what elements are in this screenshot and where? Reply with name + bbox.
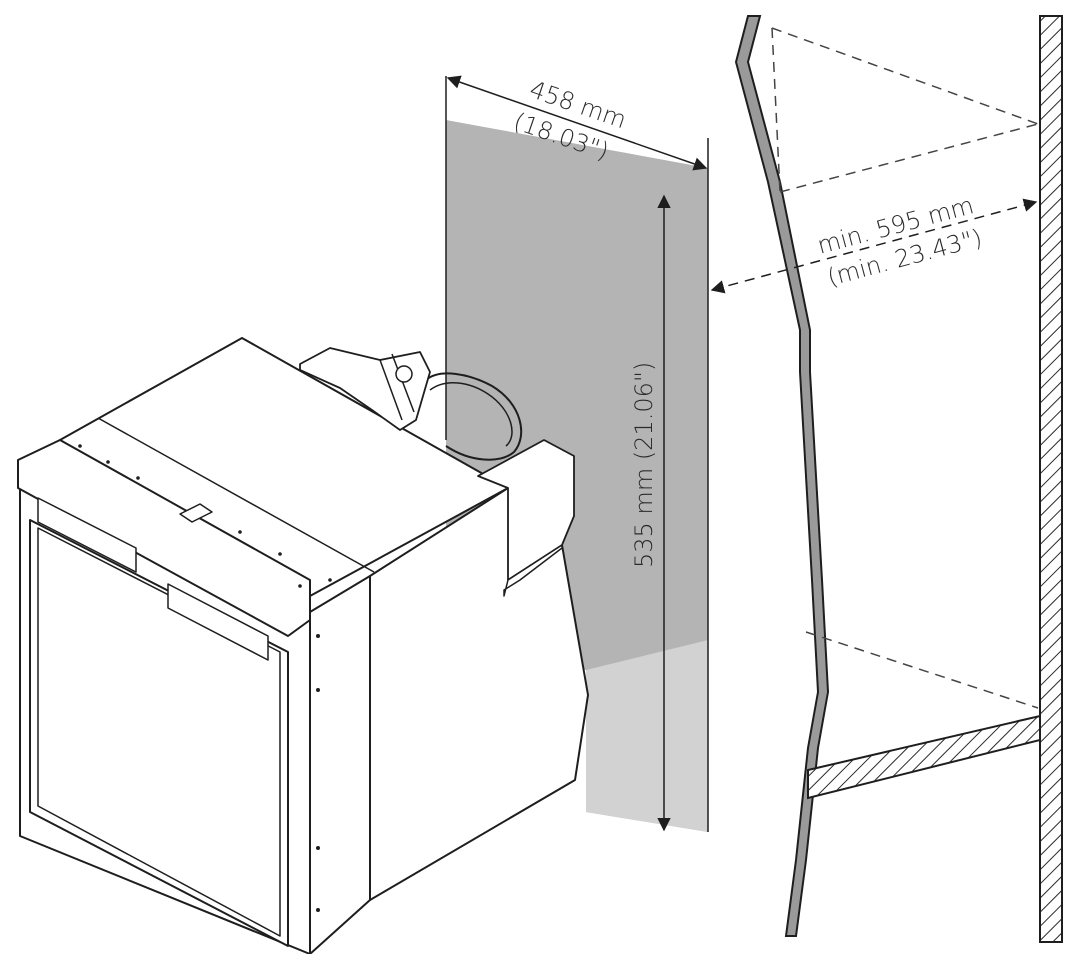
- back-wall: [1039, 15, 1063, 943]
- clearance-dimension: min. 595 mm (min. 23.43"): [710, 191, 1038, 294]
- height-dimension: 535 mm (21.06"): [630, 194, 671, 832]
- refrigerator: [17, 337, 589, 954]
- top-screws: [78, 444, 332, 588]
- cabinet-floor: [807, 714, 1041, 800]
- height-label: 535 mm (21.06"): [630, 362, 658, 568]
- fridge-top-bezel: [17, 439, 311, 637]
- door-latch: [179, 503, 213, 523]
- compressor-box: [477, 439, 575, 581]
- condenser-coil: [425, 372, 523, 461]
- cabinet-side-wall: [734, 15, 830, 937]
- side-screws: [316, 634, 320, 912]
- cavity-perspective-lines: [771, 27, 1039, 709]
